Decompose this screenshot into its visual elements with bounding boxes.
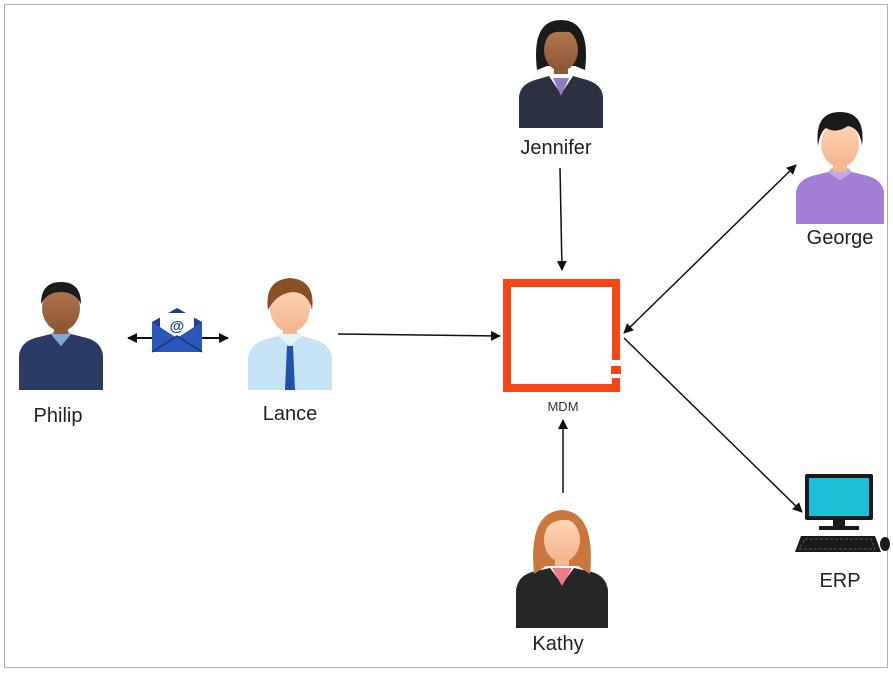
person-icon-kathy: [516, 510, 608, 628]
label-erp: ERP: [819, 570, 861, 592]
arrow-jennifer-mdm: [556, 167, 567, 271]
mdm-logo: [503, 279, 621, 392]
label-george: George: [806, 227, 874, 249]
label-lance: Lance: [262, 403, 318, 425]
label-jennifer: Jennifer: [520, 137, 592, 159]
svg-text:@: @: [170, 318, 185, 335]
person-icon-george: [796, 112, 884, 224]
arrow-mdm-erp: [623, 337, 803, 513]
label-philip: Philip: [33, 405, 83, 427]
label-mdm: MDM: [547, 399, 579, 414]
email-icon: @: [151, 308, 203, 353]
person-icon-lance: [248, 278, 332, 390]
diagram-frame: [4, 4, 888, 668]
arrow-mdm-george: [623, 164, 797, 334]
arrow-lance-mdm: [337, 330, 501, 341]
computer-icon: [795, 474, 890, 552]
person-icon-philip: [19, 282, 103, 390]
person-icon-jennifer: [519, 20, 603, 128]
label-kathy: Kathy: [532, 633, 584, 655]
